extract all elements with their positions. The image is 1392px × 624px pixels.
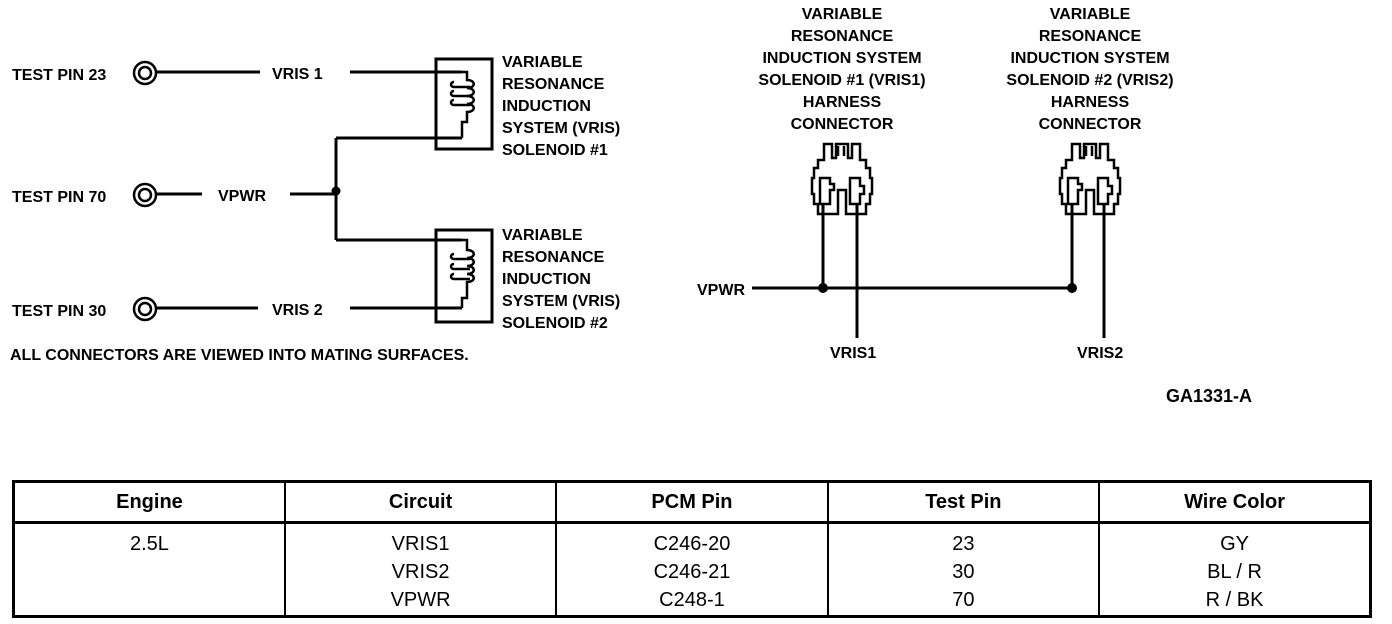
header-wire-color: Wire Color: [1098, 481, 1372, 524]
vris1-wire-end-label: VRIS1: [830, 345, 876, 362]
svg-text:HARNESS: HARNESS: [803, 94, 882, 111]
wiring-diagram: TEST PIN 23 TEST PIN 70 TEST PIN 30 VRIS…: [10, 6, 1252, 406]
test-pin-value: 23: [952, 533, 975, 555]
svg-text:SYSTEM (VRIS): SYSTEM (VRIS): [502, 293, 620, 310]
vpwr-bus-label: VPWR: [697, 282, 745, 299]
engine-value: 2.5L: [129, 533, 169, 555]
test-pin-23-jack-icon: [132, 60, 158, 86]
pcm-pin-value: C246-20: [653, 533, 731, 555]
circuit-value: VRIS1: [391, 533, 450, 555]
svg-text:CONNECTOR: CONNECTOR: [1039, 116, 1142, 133]
svg-text:HARNESS: HARNESS: [1051, 94, 1130, 111]
vris2-wire-end-label: VRIS2: [1077, 345, 1123, 362]
svg-text:VARIABLE: VARIABLE: [502, 54, 583, 71]
svg-text:VARIABLE: VARIABLE: [1050, 6, 1131, 23]
solenoid-1-label: VARIABLE RESONANCE INDUCTION SYSTEM (VRI…: [502, 54, 620, 159]
engine-cell: 2.5L: [12, 522, 286, 617]
wire-color-value: R / BK: [1205, 589, 1264, 611]
svg-text:VARIABLE: VARIABLE: [502, 227, 583, 244]
vpwr-splice-dot-1: [818, 283, 828, 293]
header-test-pin: Test Pin: [826, 481, 1101, 524]
test-pin-70-jack-icon: [132, 182, 158, 208]
pcm-pin-cell: C246-20 C246-21 C248-1: [555, 522, 829, 617]
pcm-pin-value: C248-1: [659, 589, 725, 611]
test-pin-30-label: TEST PIN 30: [12, 303, 106, 320]
header-pcm-pin: PCM Pin: [555, 481, 829, 524]
svg-text:RESONANCE: RESONANCE: [1039, 28, 1142, 45]
svg-text:CONNECTOR: CONNECTOR: [791, 116, 894, 133]
test-pin-23-label: TEST PIN 23: [12, 67, 106, 84]
table-row: 2.5L VRIS1 VRIS2 VPWR C246-20 C246-21 C2…: [12, 522, 1372, 617]
connector-view-note: ALL CONNECTORS ARE VIEWED INTO MATING SU…: [10, 347, 469, 364]
test-pin-70-label: TEST PIN 70: [12, 189, 106, 206]
wire-color-value: BL / R: [1207, 561, 1262, 583]
test-pin-value: 30: [952, 561, 975, 583]
connector-1-label: VARIABLE RESONANCE INDUCTION SYSTEM SOLE…: [758, 6, 925, 133]
vris2-wire-label: VRIS 2: [272, 302, 323, 319]
solenoid-2-icon: [434, 228, 494, 324]
svg-text:INDUCTION SYSTEM: INDUCTION SYSTEM: [762, 50, 921, 67]
vpwr-splice-dot-2: [1067, 283, 1077, 293]
circuit-value: VRIS2: [391, 561, 450, 583]
circuit-spec-table: Engine Circuit PCM Pin Test Pin Wire Col…: [12, 480, 1372, 618]
figure-id: GA1331-A: [1166, 386, 1252, 406]
svg-text:INDUCTION: INDUCTION: [502, 98, 591, 115]
svg-text:RESONANCE: RESONANCE: [502, 249, 605, 266]
test-pin-value: 70: [952, 589, 975, 611]
test-pin-cell: 23 30 70: [826, 522, 1101, 617]
solenoid-2-label: VARIABLE RESONANCE INDUCTION SYSTEM (VRI…: [502, 227, 620, 332]
svg-text:SOLENOID #1: SOLENOID #1: [502, 142, 608, 159]
wire-color-value: GY: [1220, 533, 1249, 555]
wire-color-cell: GY BL / R R / BK: [1098, 522, 1372, 617]
circuit-value: VPWR: [390, 589, 451, 611]
svg-text:SOLENOID #2 (VRIS2): SOLENOID #2 (VRIS2): [1006, 72, 1173, 89]
svg-text:RESONANCE: RESONANCE: [502, 76, 605, 93]
svg-text:SOLENOID #1 (VRIS1): SOLENOID #1 (VRIS1): [758, 72, 925, 89]
svg-text:RESONANCE: RESONANCE: [791, 28, 894, 45]
test-pin-30-jack-icon: [132, 296, 158, 322]
harness-connector-1-icon: [810, 142, 874, 216]
connector-2-label: VARIABLE RESONANCE INDUCTION SYSTEM SOLE…: [1006, 6, 1173, 133]
header-engine: Engine: [12, 481, 286, 524]
svg-text:INDUCTION SYSTEM: INDUCTION SYSTEM: [1010, 50, 1169, 67]
svg-text:SOLENOID #2: SOLENOID #2: [502, 315, 608, 332]
svg-text:VARIABLE: VARIABLE: [802, 6, 883, 23]
vpwr-wire-label: VPWR: [218, 188, 266, 205]
harness-connector-2-icon: [1058, 142, 1122, 216]
pcm-pin-value: C246-21: [653, 561, 731, 583]
header-circuit: Circuit: [283, 481, 558, 524]
vpwr-splice-dot: [331, 186, 341, 196]
circuit-cell: VRIS1 VRIS2 VPWR: [283, 522, 558, 617]
vris1-wire-label: VRIS 1: [272, 66, 323, 83]
solenoid-1-icon: [434, 57, 494, 151]
svg-text:SYSTEM (VRIS): SYSTEM (VRIS): [502, 120, 620, 137]
table-header-row: Engine Circuit PCM Pin Test Pin Wire Col…: [12, 481, 1372, 524]
svg-text:INDUCTION: INDUCTION: [502, 271, 591, 288]
